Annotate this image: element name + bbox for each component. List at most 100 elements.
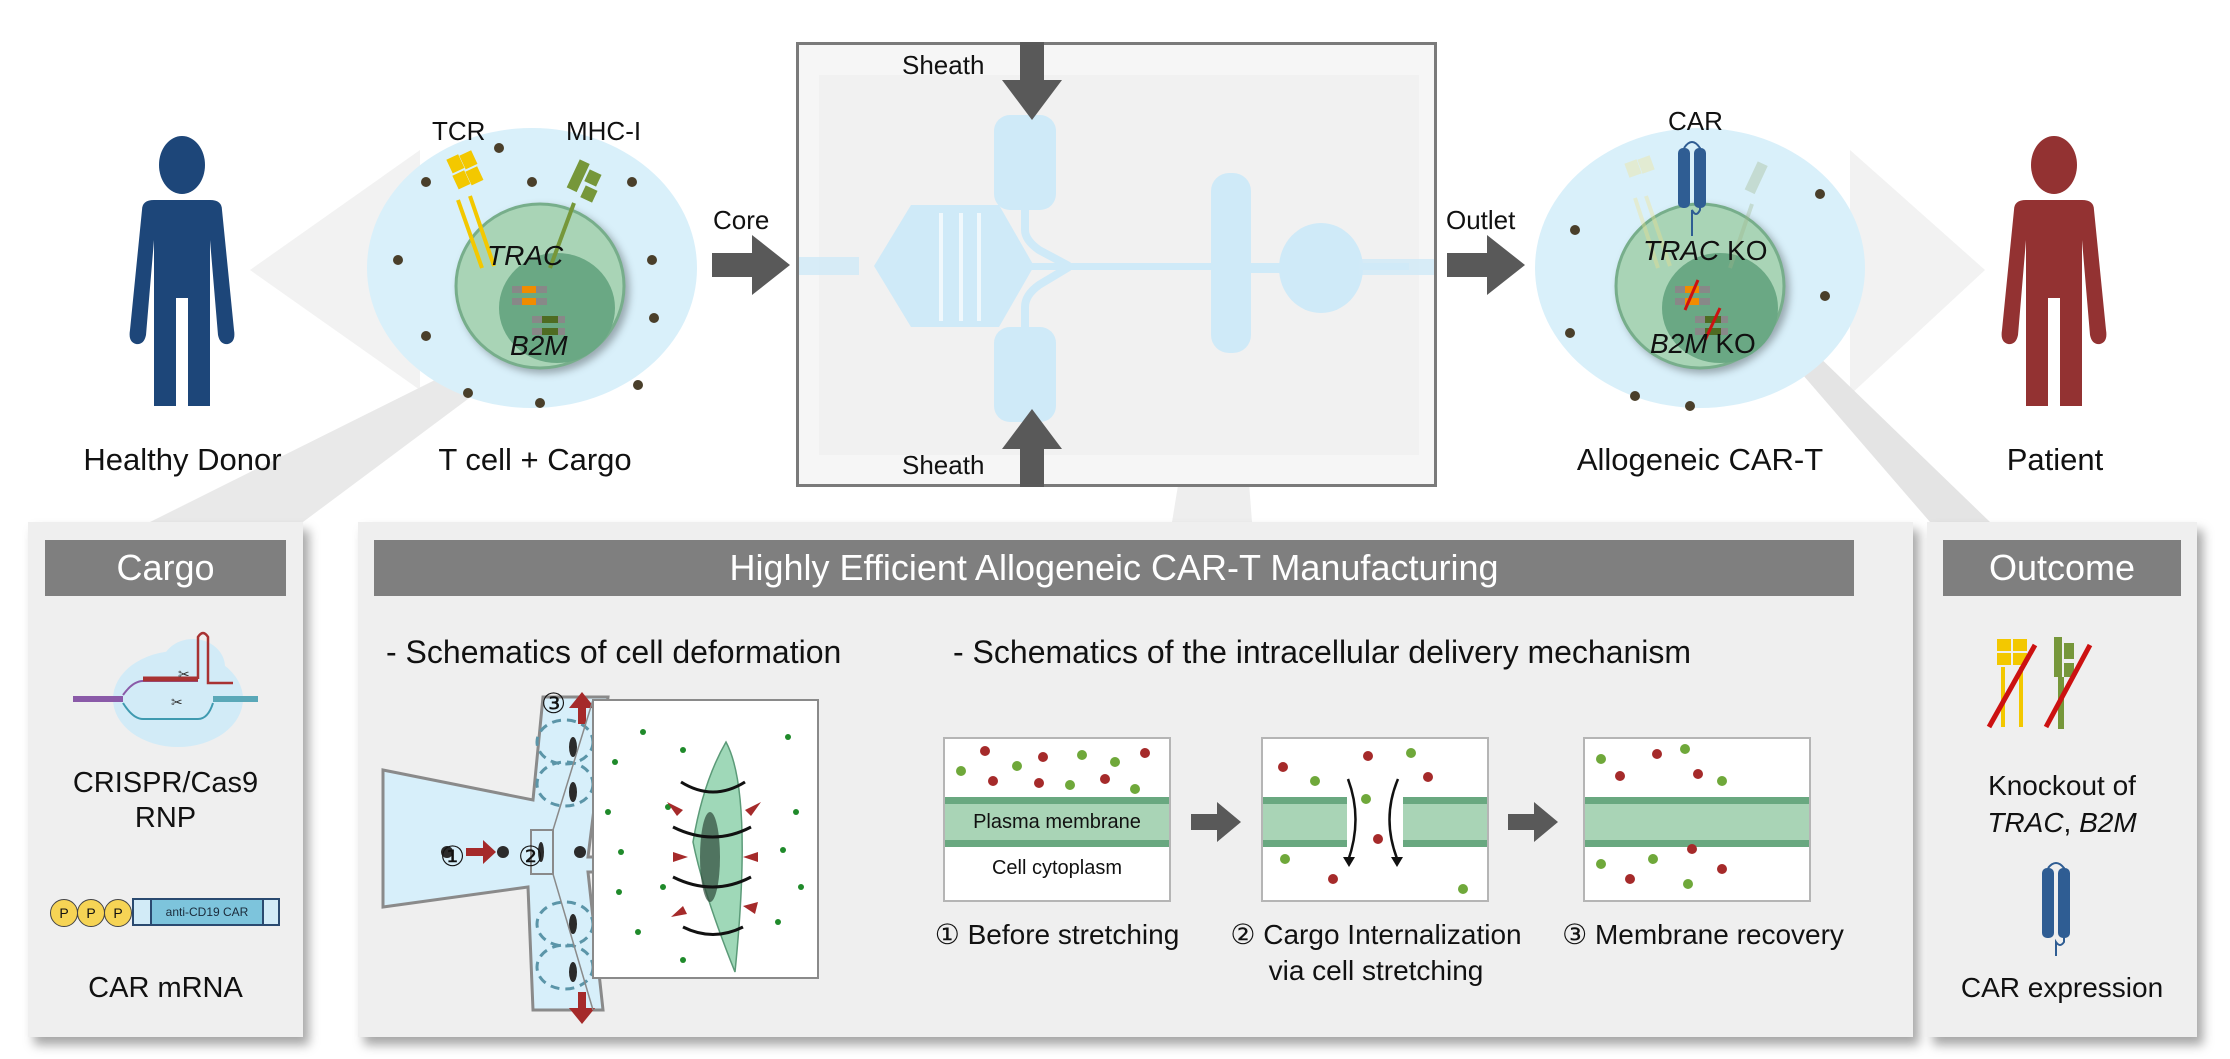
step-before-stretching-box: Plasma membrane Cell cytoplasm	[943, 737, 1171, 902]
cargo-panel-title: Cargo	[45, 540, 286, 596]
patient-label: Patient	[2006, 442, 2104, 477]
tcr-knockout-icon	[1986, 639, 2038, 729]
patient-zoom-wedge	[1850, 150, 1985, 395]
microfluidic-chip-diagram	[799, 75, 1434, 455]
cart-cell-diagram	[1535, 128, 1865, 411]
outcome-panel-title: Outcome	[1943, 540, 2181, 596]
step-2-text-line1: Cargo Internalization	[1263, 919, 1522, 950]
mrna-cap-p2: P	[77, 899, 105, 927]
sheath-top-label: Sheath	[902, 50, 985, 80]
plasma-membrane-recovered	[1585, 797, 1809, 847]
cargo-zoom-wedge	[150, 370, 480, 522]
b2m-ko-gene: B2M	[1650, 328, 1708, 359]
step-2-number: ②	[1230, 919, 1256, 950]
step-arrow-2-icon	[1508, 802, 1558, 842]
car-expression-label: CAR expression	[1960, 972, 2164, 1003]
knockout-gene-b2m: B2M	[2079, 807, 2137, 838]
mrna-transcript: anti-CD19 CAR	[132, 898, 280, 926]
sheath-bottom-chamber	[994, 327, 1056, 422]
step-1-text: Before stretching	[967, 919, 1180, 950]
outlet-arrow-icon	[1447, 235, 1525, 295]
mhc-label: MHC-I	[566, 116, 642, 146]
trac-ko-gene: TRAC	[1643, 235, 1720, 266]
internalization-flow	[1278, 748, 1468, 894]
step-3-text: Membrane recovery	[1594, 919, 1844, 950]
core-inlet-chamber	[874, 205, 1034, 327]
donor-zoom-wedge	[250, 150, 420, 390]
mrna-orf: anti-CD19 CAR	[150, 900, 264, 924]
manufacturing-panel: Highly Efficient Allogeneic CAR-T Manufa…	[358, 522, 1913, 1037]
sheath-bottom-label: Sheath	[902, 450, 985, 480]
cargo-particles	[1596, 744, 1727, 889]
delivery-subtitle: - Schematics of the intracellular delive…	[953, 634, 1692, 670]
core-label: Core	[713, 205, 770, 235]
knockout-label-line2: TRAC, B2M	[1927, 807, 2197, 839]
patient-person-icon	[2001, 136, 2107, 406]
tcr-label: TCR	[432, 116, 486, 146]
b2m-gene-icon	[532, 316, 565, 335]
outcome-panel: Outcome Knockout of TRAC, B2M CAR expres…	[1927, 522, 2197, 1037]
mrna-construct: P P P anti-CD19 CAR	[50, 898, 282, 928]
mhc-knockout-icon	[2043, 637, 2093, 729]
deformation-marker-2: ②	[518, 841, 544, 872]
manufacturing-panel-title: Highly Efficient Allogeneic CAR-T Manufa…	[374, 540, 1854, 596]
trac-gene-icon	[512, 286, 547, 305]
sheath-bottom-arrow-icon	[1002, 409, 1062, 487]
outcome-zoom-wedge	[1790, 350, 1990, 522]
cargo-particles	[393, 143, 659, 408]
tcell-diagram	[367, 128, 697, 408]
deformation-marker-1: ①	[440, 841, 466, 872]
trac-label: TRAC	[487, 240, 564, 271]
step-3-caption: ③ Membrane recovery	[1553, 917, 1853, 953]
knockout-sep: ,	[2063, 807, 2080, 838]
step-2-caption: ② Cargo Internalization via cell stretch…	[1221, 917, 1531, 989]
b2m-ko-label: B2M KO	[1650, 328, 1756, 360]
mhc-receptor-icon	[548, 159, 602, 269]
crispr-rnp-icon: ✂ ✂	[73, 631, 258, 747]
b2m-knockout-slash	[1703, 307, 1722, 341]
cargo-panel: Cargo ✂ ✂ CRISPR/Cas9 RNP P P P anti-CD1…	[28, 522, 303, 1037]
tcr-receptor-icon	[446, 150, 496, 269]
deformation-marker-3: ③	[541, 688, 567, 719]
cytoplasm-label: Cell cytoplasm	[991, 857, 1123, 879]
mrna-cap-p3: P	[104, 899, 132, 927]
car-receptor-icon	[1678, 141, 1706, 236]
car-expression-icon	[2042, 862, 2070, 956]
cell-deformation-schematic	[381, 692, 819, 1024]
step-membrane-recovery-box	[1583, 737, 1811, 902]
plasma-membrane-opened-right	[1403, 797, 1487, 847]
step-1-number: ①	[934, 919, 960, 950]
trac-ko-suffix: KO	[1719, 235, 1768, 266]
car-mrna-label: CAR mRNA	[88, 972, 243, 1004]
crispr-label-line2: RNP	[134, 802, 197, 834]
trac-knockout-slash	[1683, 279, 1700, 311]
trac-ko-label: TRAC KO	[1643, 235, 1767, 267]
crispr-label-line1: CRISPR/Cas9	[72, 767, 259, 799]
sheath-top-chamber	[994, 115, 1056, 210]
mrna-cap-p1: P	[50, 899, 78, 927]
step-2-text-line2: via cell stretching	[1268, 955, 1484, 986]
plasma-membrane-opened-left	[1263, 797, 1347, 847]
knockout-label-line1: Knockout of	[1988, 770, 2136, 801]
step-3-number: ③	[1562, 919, 1588, 950]
b2m-ko-suffix: KO	[1707, 328, 1756, 359]
car-label: CAR	[1668, 106, 1723, 136]
svg-text:✂: ✂	[178, 666, 190, 682]
outlet-label: Outlet	[1446, 205, 1516, 235]
knockout-gene-trac: TRAC	[1987, 807, 2064, 838]
tcell-label: T cell + Cargo	[438, 442, 632, 477]
donor-label: Healthy Donor	[83, 442, 282, 477]
cart-label: Allogeneic CAR-T	[1576, 442, 1824, 477]
plasma-membrane-label: Plasma membrane	[973, 811, 1141, 833]
core-arrow-icon	[712, 235, 790, 295]
deformation-subtitle: - Schematics of cell deformation	[386, 634, 842, 670]
donor-person-icon	[129, 136, 235, 406]
sheath-top-arrow-icon	[1002, 42, 1062, 120]
step-internalization-box	[1261, 737, 1489, 902]
step-arrow-1-icon	[1191, 802, 1241, 842]
microfluidic-chip-frame	[796, 42, 1437, 487]
b2m-label: B2M	[510, 330, 568, 361]
svg-text:✂: ✂	[171, 694, 183, 710]
plasma-membrane	[945, 797, 1169, 847]
cargo-particles	[956, 746, 1150, 794]
